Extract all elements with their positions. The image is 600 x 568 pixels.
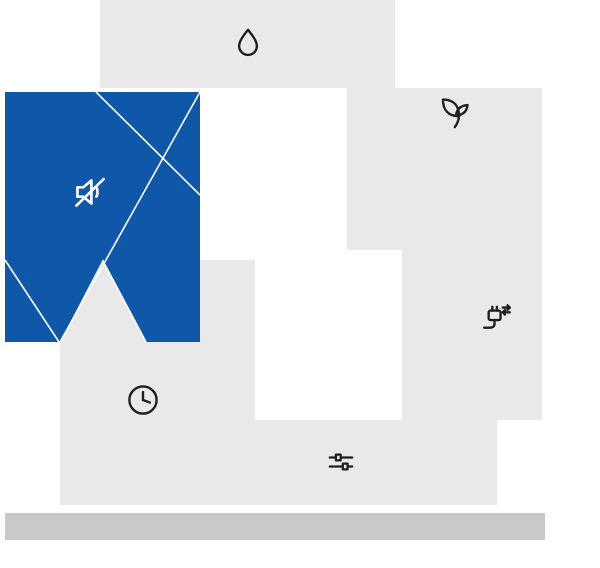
sliders-icon (328, 453, 354, 471)
water-tile[interactable] (100, 0, 395, 88)
muted-speaker-icon (75, 177, 105, 207)
mute-ribbon[interactable] (4, 91, 201, 343)
eco-tile[interactable] (347, 88, 542, 250)
bottom-bar (5, 513, 545, 540)
water-drop-icon (237, 28, 258, 57)
ribbon-banner (4, 91, 201, 343)
clock-icon (128, 385, 158, 415)
plug-swap-icon (483, 304, 511, 329)
leaf-icon (441, 98, 469, 129)
plug-tile[interactable] (402, 250, 542, 420)
